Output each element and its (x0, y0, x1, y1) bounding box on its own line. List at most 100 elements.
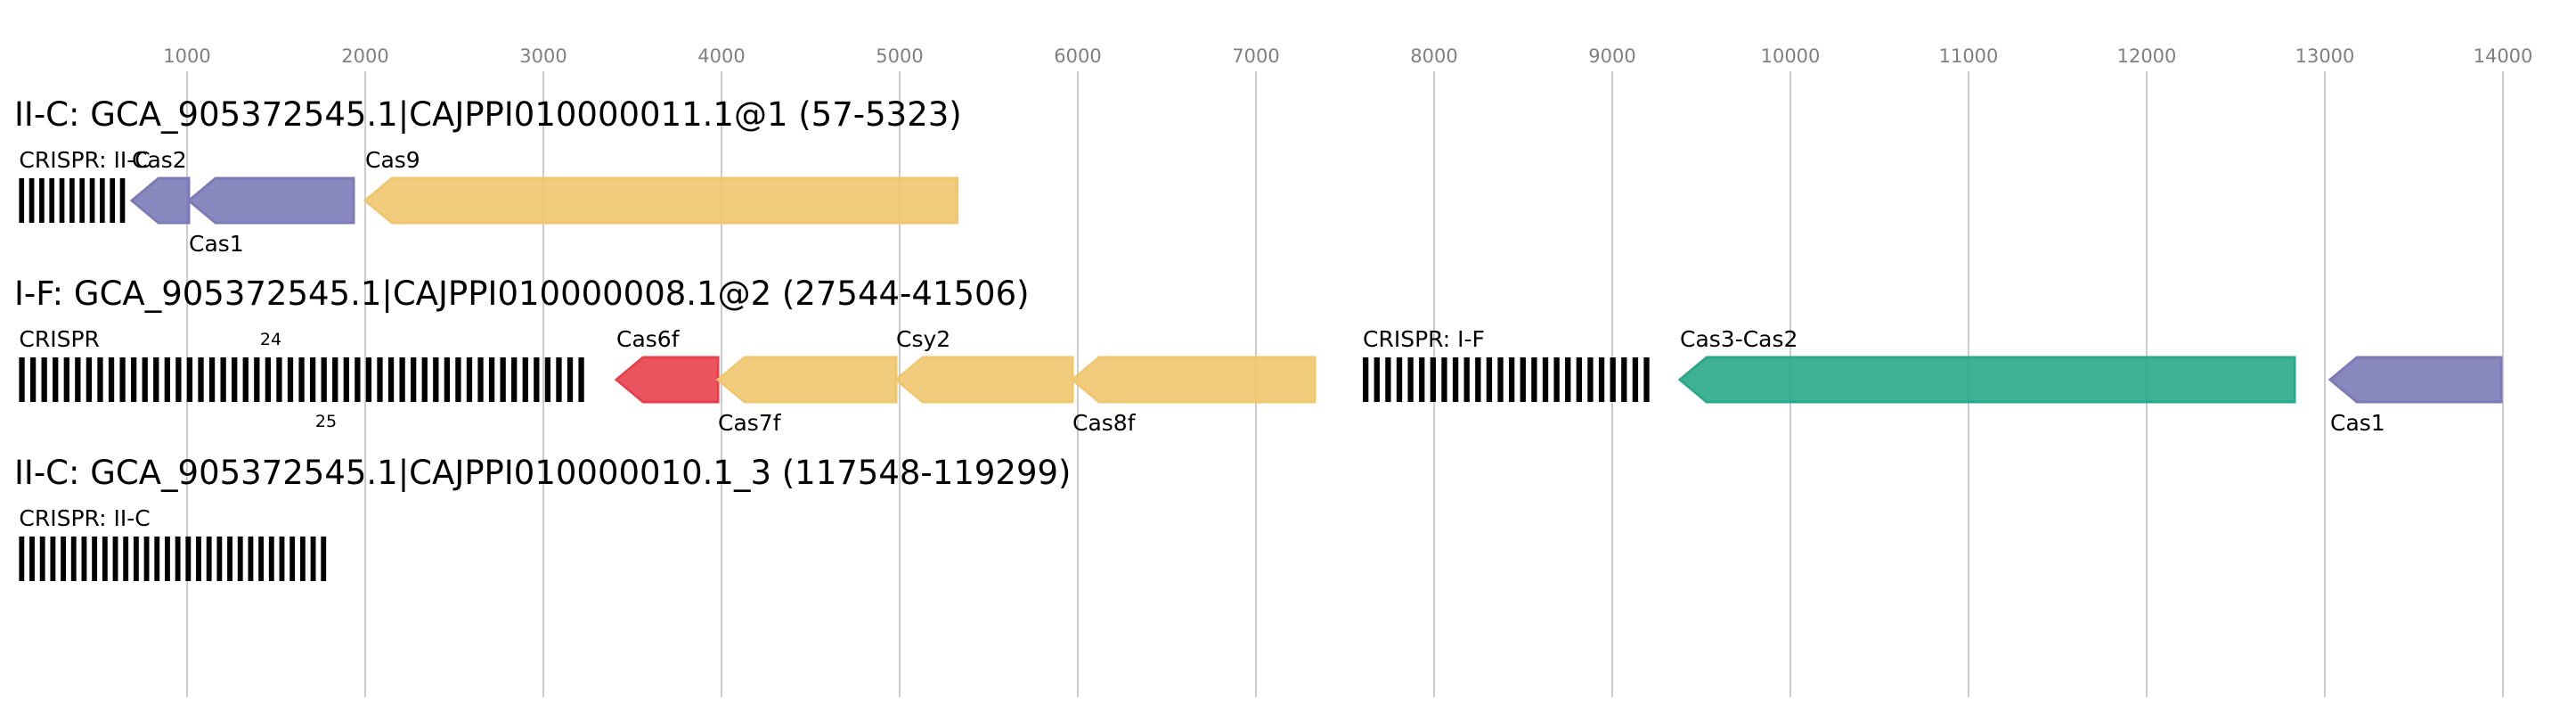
crispr-repeat (500, 357, 506, 402)
crispr-label: CRISPR: I-F (1363, 326, 1485, 352)
track-1: II-C: GCA_905372545.1|CAJPPI010000011.1@… (14, 95, 962, 257)
crispr-repeat (53, 357, 59, 402)
crispr-array: CRISPR (19, 326, 584, 402)
gene-arrow (2327, 356, 2503, 404)
crispr-repeat (92, 537, 98, 581)
gene-label: Cas1 (2330, 410, 2385, 436)
crispr-repeat (1385, 357, 1391, 402)
crispr-repeat (1463, 357, 1470, 402)
crispr-repeat (1441, 357, 1447, 402)
crispr-repeat (237, 537, 243, 581)
crispr-repeat (1374, 357, 1380, 402)
crispr-repeat (1576, 357, 1582, 402)
gene-label: Cas1 (189, 231, 244, 257)
crispr-repeat (1363, 357, 1369, 402)
crispr-repeat (444, 357, 450, 402)
crispr-repeat (258, 537, 265, 581)
crispr-label: CRISPR (19, 326, 100, 352)
crispr-repeat (1621, 357, 1627, 402)
crispr-repeat (19, 357, 25, 402)
track-title: II-C: GCA_905372545.1|CAJPPI010000010.1_… (14, 454, 1071, 492)
crispr-repeat (154, 537, 160, 581)
crispr-repeat (1610, 357, 1616, 402)
axis-tick-label: 13000 (2295, 45, 2355, 67)
crispr-repeat (110, 178, 116, 223)
crispr-repeat (1407, 357, 1414, 402)
crispr-repeat (86, 357, 93, 402)
gene-label: Cas6f (616, 326, 681, 352)
crispr-repeat (220, 357, 226, 402)
crispr-repeat (97, 357, 103, 402)
crispr-repeat (108, 357, 115, 402)
repeat-count-label: 24 (260, 330, 281, 349)
crispr-repeat (153, 357, 159, 402)
crispr-array: CRISPR: II-C (19, 505, 327, 581)
crispr-repeat (365, 357, 372, 402)
axis-tick-label: 1000 (163, 45, 210, 67)
crispr-repeat (248, 537, 254, 581)
gene-cas9: Cas9 (363, 147, 959, 225)
axis-tick-label: 3000 (519, 45, 567, 67)
crispr-repeat (309, 357, 316, 402)
crispr-repeat (165, 537, 170, 581)
crispr-repeat (387, 357, 395, 402)
crispr-repeat (556, 357, 562, 402)
crispr-repeat (186, 357, 193, 402)
crispr-repeat (377, 357, 383, 402)
crispr-repeat (433, 357, 439, 402)
crispr-repeat (185, 537, 192, 581)
crispr-repeat (63, 357, 69, 402)
track-2: I-F: GCA_905372545.1|CAJPPI010000008.1@2… (14, 275, 2503, 436)
crispr-array: CRISPR: I-F (1363, 326, 1650, 402)
track-title: II-C: GCA_905372545.1|CAJPPI010000011.1@… (14, 95, 962, 134)
crispr-repeat (208, 357, 216, 402)
crispr-repeat (1632, 357, 1639, 402)
crispr-repeat (421, 357, 428, 402)
crispr-repeat (1430, 357, 1436, 402)
axis-tick-label: 8000 (1410, 45, 1457, 67)
crispr-repeat (567, 357, 574, 402)
crispr-array: CRISPR: II-C (19, 147, 151, 223)
gene-cas1: Cas1 (2327, 356, 2503, 436)
crispr-repeat (411, 357, 417, 402)
crispr-repeat (29, 357, 37, 402)
crispr-repeat (133, 537, 139, 581)
crispr-repeat (1553, 357, 1560, 402)
crispr-repeat (142, 357, 148, 402)
crispr-repeat (265, 357, 272, 402)
crispr-repeat (1520, 357, 1526, 402)
track-title: I-F: GCA_905372545.1|CAJPPI010000008.1@2… (14, 275, 1030, 313)
crispr-repeat (41, 357, 47, 402)
gene-arrow (1070, 356, 1317, 404)
crispr-repeat (100, 178, 105, 223)
crispr-repeat (232, 357, 238, 402)
crispr-repeat (112, 537, 118, 581)
gene-label: Cas9 (365, 147, 420, 173)
axis-tick-label: 7000 (1232, 45, 1279, 67)
crispr-repeat (1497, 357, 1504, 402)
crispr-repeat (49, 178, 55, 223)
crispr-repeat (39, 537, 45, 581)
crispr-repeat (511, 357, 518, 402)
crispr-repeat (268, 537, 274, 581)
crispr-repeat (69, 178, 75, 223)
gene-cas6f: Cas6f (614, 326, 720, 404)
repeat-count-label: 25 (315, 412, 337, 431)
gene-cas8f: Cas8f (1070, 356, 1317, 436)
axis-tick-label: 6000 (1054, 45, 1101, 67)
crispr-repeat (488, 357, 495, 402)
gene-arrow (129, 176, 191, 225)
crispr-repeat (299, 537, 306, 581)
axis-tick-label: 9000 (1588, 45, 1635, 67)
crispr-repeat (310, 537, 316, 581)
crispr-repeat (321, 357, 327, 402)
crispr-repeat (19, 537, 25, 581)
gene-label: Cas7f (718, 410, 782, 436)
gene-cas3-cas2: Cas3-Cas2 (1677, 326, 2296, 404)
gene-arrow (1677, 356, 2296, 404)
axis-tick-label: 11000 (1939, 45, 1999, 67)
crispr-repeat (206, 537, 212, 581)
crispr-repeat (1419, 357, 1425, 402)
